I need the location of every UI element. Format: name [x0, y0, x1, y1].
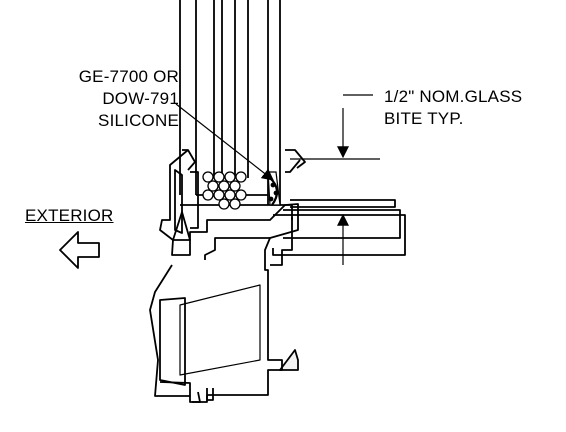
glass-bite-callout: 1/2" NOM.GLASS BITE TYP.	[384, 86, 522, 130]
sealant-callout-line-1: GE-7700 OR	[78, 67, 179, 86]
spacer-bead	[202, 171, 247, 210]
sealant-callout-line-3: SILICONE	[98, 111, 179, 130]
glass-unit	[179, 0, 281, 206]
exterior-arrow	[59, 231, 100, 269]
exterior-label: EXTERIOR	[25, 206, 114, 225]
glass-bite-dimension	[290, 94, 380, 265]
sealant-leader	[175, 103, 274, 181]
glass-bite-callout-line-2: BITE TYP.	[384, 109, 464, 128]
glass-bite-callout-line-1: 1/2" NOM.GLASS	[384, 87, 523, 106]
frame-extrusion	[149, 149, 406, 403]
sealant-callout-line-2: DOW-791	[102, 89, 179, 108]
sealant-callout: GE-7700 OR DOW-791 SILICONE	[43, 66, 179, 132]
